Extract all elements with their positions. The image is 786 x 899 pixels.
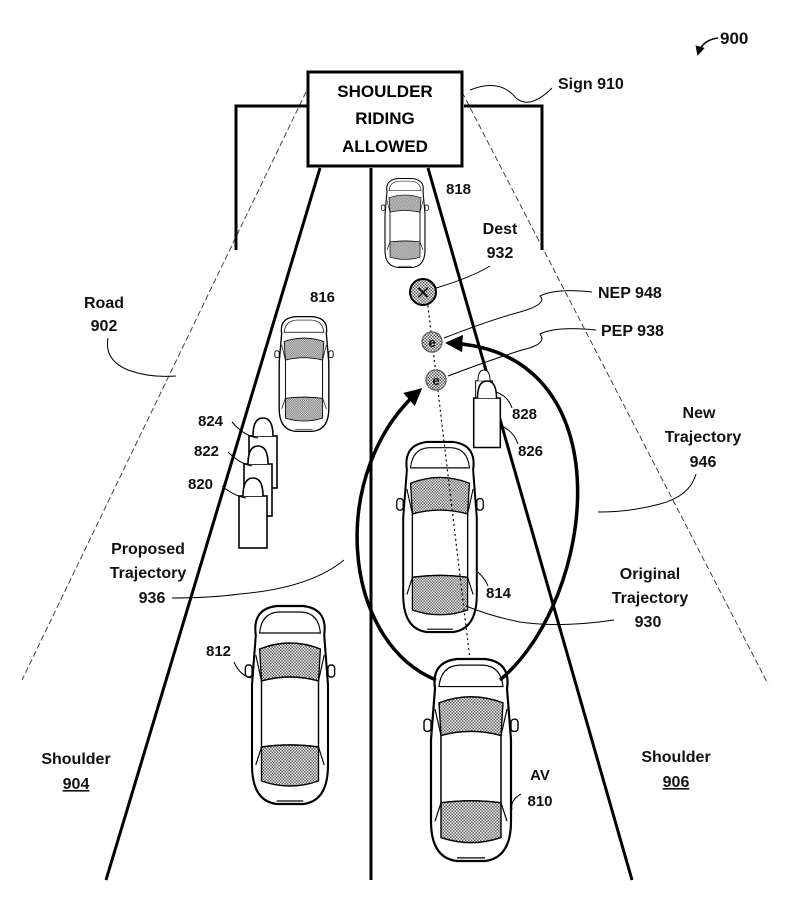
vehicle-814-label: 814: [486, 585, 512, 602]
pedestrian-824-leader: [231, 421, 259, 439]
original-trajectory-label-line-3: 930: [635, 614, 662, 631]
vehicle-816: [274, 315, 334, 433]
road-leader-line: [106, 337, 177, 377]
pedestrian-828-leader: [495, 391, 513, 409]
pedestrian-820-leader: [221, 485, 247, 499]
sign-line-3: ALLOWED: [342, 137, 428, 156]
original-trajectory-leader: [465, 605, 615, 626]
left-road-edge: [104, 167, 322, 881]
pedestrian-822-leader: [227, 451, 253, 467]
proposed-trajectory-label-line-2: Trajectory: [110, 565, 187, 582]
new-trajectory-leader: [597, 473, 697, 513]
original-trajectory-label-line-1: Original: [620, 566, 680, 583]
pep-marker: [425, 369, 447, 391]
vehicle-818: [380, 177, 430, 269]
pedestrian-822-label: 822: [194, 443, 219, 460]
figure-ref-arrow: [695, 37, 719, 56]
road-label-line-1: Road: [84, 295, 124, 312]
pedestrian-826-label: 826: [518, 443, 543, 460]
proposed-trajectory-path: [355, 388, 437, 682]
proposed-trajectory-label-line-3: 936: [139, 590, 166, 607]
original-trajectory-label-line-2: Trajectory: [612, 590, 689, 607]
new-trajectory-path: [445, 334, 580, 682]
new-trajectory-label-line-1: New: [683, 405, 716, 422]
nep-e-icon: e: [428, 335, 435, 350]
pedestrian-824-label: 824: [198, 413, 224, 430]
sign-board: [306, 70, 464, 168]
proposed-trajectory-leader: [171, 559, 345, 599]
shoulder-left-label-line-1: Shoulder: [41, 751, 110, 768]
pedestrian-826-leader: [501, 425, 519, 445]
pedestrian-820: [238, 477, 268, 549]
av-leader: [511, 793, 522, 811]
pedestrian-826: [472, 380, 502, 449]
vehicle-812-label: 812: [206, 643, 231, 660]
gantry-right-post: [464, 104, 544, 250]
sign-leader-line: [469, 85, 553, 103]
right-shoulder-edge: [461, 91, 769, 685]
vehicle-816-label: 816: [310, 289, 335, 306]
new-trajectory-label-line-3: 946: [690, 454, 717, 471]
dest-label-line-1: Dest: [483, 221, 518, 238]
pedestrian-828-label: 828: [512, 406, 537, 423]
nep-leader-line: [443, 290, 593, 339]
av-ref-label: 810: [527, 793, 552, 810]
sign-label: Sign 910: [558, 76, 624, 93]
nep-label: NEP 948: [598, 285, 662, 302]
vehicle-818-label: 818: [446, 181, 471, 198]
right-road-edge: [426, 167, 634, 881]
gantry-left-post: [234, 104, 308, 250]
pep-leader-line: [447, 328, 597, 377]
sign-line-2: RIDING: [355, 109, 415, 128]
shoulder-left-label-line-2: 904: [63, 776, 90, 793]
pedestrian-820-label: 820: [188, 476, 213, 493]
autonomous-vehicle-810: [422, 657, 520, 863]
road-label-line-2: 902: [91, 318, 118, 335]
dest-label-line-2: 932: [487, 245, 514, 262]
figure-ref: 900: [695, 29, 748, 56]
nep-marker: [421, 331, 443, 353]
av-label: AV: [530, 767, 550, 784]
vehicle-814-leader: [477, 571, 489, 587]
pep-label: PEP 938: [601, 323, 664, 340]
dest-leader-line: [435, 265, 491, 289]
vehicle-812-leader: [233, 661, 253, 679]
sign-910: SHOULDER RIDING ALLOWED: [306, 70, 464, 168]
pep-e-icon: e: [432, 373, 439, 388]
shoulder-right-label-line-2: 906: [663, 774, 690, 791]
destination-x-icon: ✕: [415, 283, 430, 303]
sign-line-1: SHOULDER: [337, 82, 432, 101]
destination-marker: [409, 278, 437, 306]
vehicle-814: [395, 440, 485, 634]
proposed-trajectory-label-line-1: Proposed: [111, 541, 185, 558]
left-shoulder-edge: [21, 91, 307, 681]
new-trajectory-label-line-2: Trajectory: [665, 429, 742, 446]
vehicle-812: [244, 604, 336, 806]
figure-number: 900: [720, 29, 748, 48]
shoulder-right-label-line-1: Shoulder: [641, 749, 710, 766]
